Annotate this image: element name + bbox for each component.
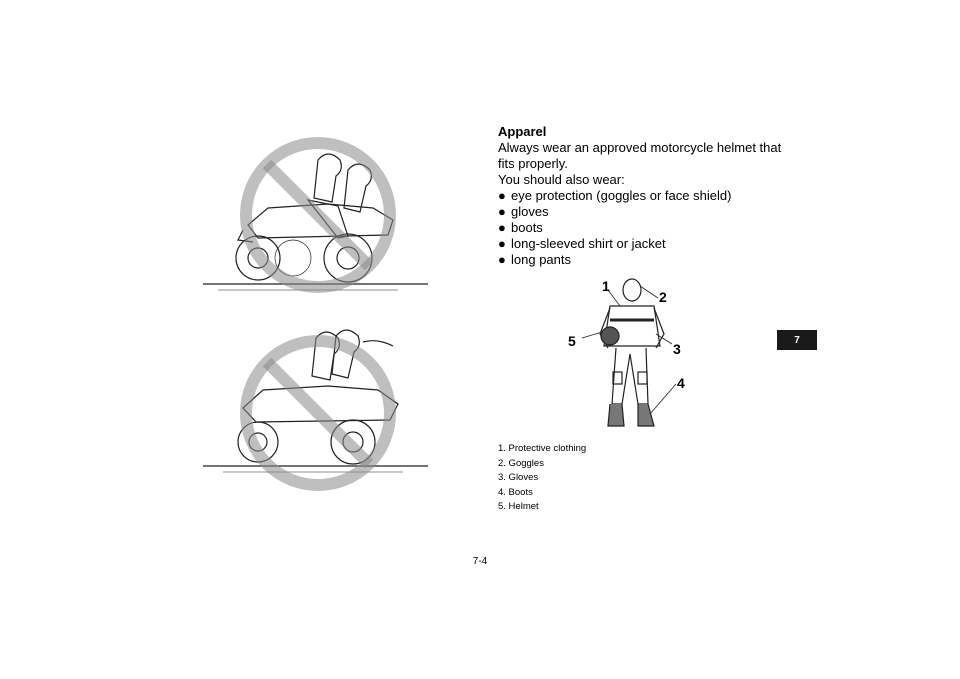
no-passenger-atv-illustration: [203, 137, 428, 293]
figure-legend: 1. Protective clothing 2. Goggles 3. Glo…: [498, 442, 586, 515]
legend-item: 5. Helmet: [498, 501, 539, 512]
callout-4: 4: [677, 375, 685, 391]
chapter-tab: 7: [777, 330, 817, 350]
list-item: ●long pants: [498, 252, 571, 267]
also-wear-text: You should also wear:: [498, 172, 625, 187]
legend-item: 3. Gloves: [498, 472, 539, 483]
apparel-section: Apparel Always wear an approved motorcyc…: [498, 124, 818, 268]
list-item: ●eye protection (goggles or face shield): [498, 188, 732, 203]
legend-item: 1. Protective clothing: [498, 443, 587, 454]
list-item: ●long-sleeved shirt or jacket: [498, 236, 666, 251]
intro-text-continued: fits properly.: [498, 156, 568, 171]
bullet-icon: ●: [498, 236, 506, 251]
section-heading: Apparel: [498, 124, 547, 139]
bullet-icon: ●: [498, 188, 506, 203]
bullet-icon: ●: [498, 204, 506, 219]
bullet-icon: ●: [498, 252, 506, 267]
callout-3: 3: [673, 341, 681, 357]
list-item: ●boots: [498, 220, 543, 235]
page-number: 7-4: [472, 556, 488, 567]
callout-2: 2: [659, 289, 667, 305]
intro-text: Always wear an approved motorcycle helme…: [498, 140, 782, 155]
callout-5: 5: [568, 333, 576, 349]
bullet-icon: ●: [498, 220, 506, 235]
legend-item: 4. Boots: [498, 486, 533, 498]
legend-item: 2. Goggles: [498, 457, 544, 469]
apparel-list: ●eye protection (goggles or face shield)…: [498, 188, 818, 268]
callout-1: 1: [602, 278, 610, 294]
rider-protective-gear-illustration: [581, 278, 677, 427]
no-passenger-atv-illustration: [203, 329, 428, 491]
list-item: ●gloves: [498, 204, 549, 219]
